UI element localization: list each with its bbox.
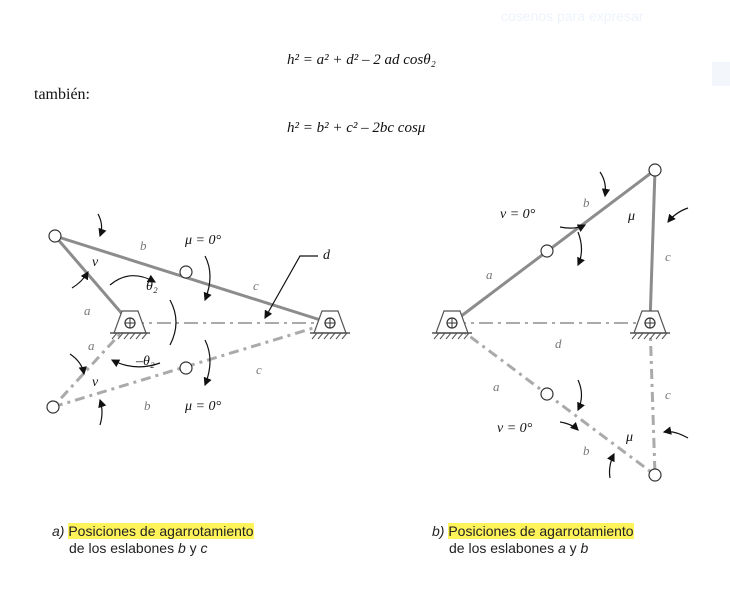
caption-b-var1: a	[557, 540, 566, 556]
equation-law-of-cosines-1: h² = a² + d² – 2 ad cosθ₂	[287, 52, 436, 68]
caption-a-prefix: a)	[52, 523, 65, 539]
fig-a-d-label: d	[323, 248, 331, 263]
fig-b-mu-top-label: μ	[627, 209, 635, 224]
caption-a-var2: c	[200, 540, 208, 556]
fig-a-c-top-label: c	[253, 278, 259, 293]
overlay-strip	[712, 62, 730, 86]
fig-b-c-top-label: c	[665, 249, 671, 264]
figure-b-diagram	[431, 163, 689, 482]
caption-b-line2: de los eslabones	[449, 540, 558, 556]
paragraph-tambien: también:	[34, 86, 90, 103]
fig-b-a-bottom-label: a	[493, 379, 500, 394]
fig-a-c-bottom-label: c	[256, 362, 262, 377]
caption-a-conj: y	[185, 540, 201, 556]
caption-b-prefix: b)	[432, 523, 445, 539]
fig-b-mu-bottom-label: μ	[625, 430, 633, 445]
fig-a-a-top-label: a	[84, 303, 91, 318]
caption-a-highlight: Posiciones de agarrotamiento	[68, 523, 254, 539]
fig-b-b-bottom-label: b	[583, 443, 590, 458]
caption-b-conj: y	[565, 540, 581, 556]
fig-a-neg-theta2-label: –θ₂	[135, 354, 155, 369]
equation-law-of-cosines-2: h² = b² + c² – 2bc cosμ	[287, 120, 426, 136]
fig-b-a-top-label: a	[486, 267, 493, 282]
figure-a-diagram	[46, 213, 351, 426]
fig-a-b-bottom-label: b	[144, 398, 151, 413]
fig-a-mu0-bottom-label: μ = 0°	[184, 399, 221, 414]
caption-a-line2: de los eslabones	[69, 540, 178, 556]
fig-a-nu-label: ν	[92, 255, 99, 270]
fig-a-theta2-label: θ₂	[146, 279, 158, 294]
caption-b-var2: b	[580, 540, 589, 556]
fig-b-d-label: d	[555, 336, 562, 351]
fig-a-a-bottom-label: a	[88, 338, 95, 353]
fig-b-b-top-label: b	[583, 195, 590, 210]
figure-a-labels: ν b μ = 0° d θ₂ c a a –θ₂ c ν b μ = 0°	[84, 233, 331, 414]
fig-b-nu0-top-label: ν = 0°	[500, 207, 536, 222]
caption-figure-a: a) Posiciones de agarrotamiento de los e…	[52, 523, 254, 557]
figure-b-labels: b ν = 0° μ c a d a c ν = 0° μ b	[486, 195, 671, 458]
caption-figure-b: b) Posiciones de agarrotamiento de los e…	[432, 523, 634, 557]
fig-a-nu-bottom-label: ν	[92, 375, 99, 390]
fig-a-b-label: b	[140, 238, 147, 253]
fig-a-mu0-top-label: μ = 0°	[184, 233, 221, 248]
caption-a-var1: b	[177, 540, 186, 556]
fig-b-c-bottom-label: c	[665, 387, 671, 402]
caption-b-highlight: Posiciones de agarrotamiento	[448, 523, 634, 539]
fig-b-nu0-bottom-label: ν = 0°	[497, 421, 533, 436]
overlay-text: cosenos para expresar	[497, 2, 730, 32]
